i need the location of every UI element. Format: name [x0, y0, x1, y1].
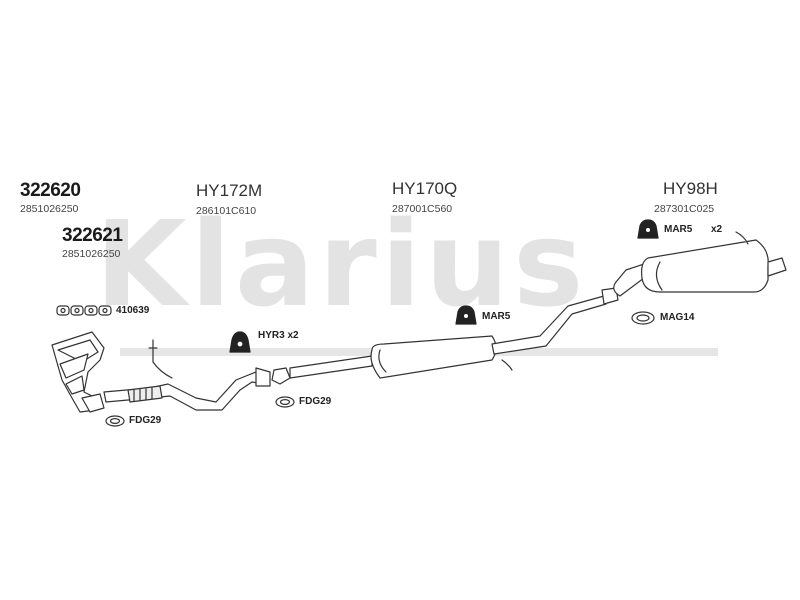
accessory-label-fdg29-left: FDG29 — [129, 415, 162, 426]
part-number-322620: 322620 — [20, 180, 81, 201]
centre-silencer-icon — [289, 287, 619, 379]
accessory-label-mar5-mid: MAR5 — [482, 311, 511, 322]
clamp-icon — [271, 367, 291, 385]
accessory-label-mar5-qty: x2 — [711, 224, 723, 235]
accessory-label-hyr3: HYR3 x2 — [258, 330, 299, 341]
gasket-set-icon — [56, 305, 112, 316]
oe-number-322620: 2851026250 — [20, 203, 79, 215]
part-number-322621: 322621 — [62, 225, 123, 246]
part-number-rear-silencer: HY98H — [663, 179, 718, 198]
rubber-mount-hyr3-icon — [229, 331, 251, 353]
accessory-label-410639: 410639 — [116, 305, 150, 316]
catalytic-converter-icon — [51, 331, 105, 413]
front-pipe-icon — [103, 367, 271, 411]
accessory-label-mag14: MAG14 — [660, 312, 695, 323]
gasket-ring-mag14-icon — [631, 311, 655, 325]
gasket-fdg29-mid-icon — [275, 396, 295, 408]
gasket-fdg29-left-icon — [105, 415, 125, 427]
watermark-logo: Klarius — [95, 195, 588, 333]
rubber-mount-mar5-top-icon — [637, 219, 659, 239]
accessory-label-mar5-top: MAR5 — [664, 224, 693, 235]
rubber-mount-mar5-mid-icon — [455, 305, 477, 325]
part-number-front-pipe: HY172M — [196, 181, 263, 200]
oe-number-front-pipe: 286101C610 — [196, 205, 257, 217]
part-number-centre-silencer: HY170Q — [392, 179, 458, 198]
rear-silencer-icon — [613, 231, 787, 297]
oe-number-322621: 2851026250 — [62, 248, 121, 260]
hanger-bracket-icon — [148, 339, 173, 379]
accessory-label-fdg29-mid: FDG29 — [299, 396, 332, 407]
oe-number-rear-silencer: 287301C025 — [654, 203, 715, 215]
oe-number-centre-silencer: 287001C560 — [392, 203, 453, 215]
